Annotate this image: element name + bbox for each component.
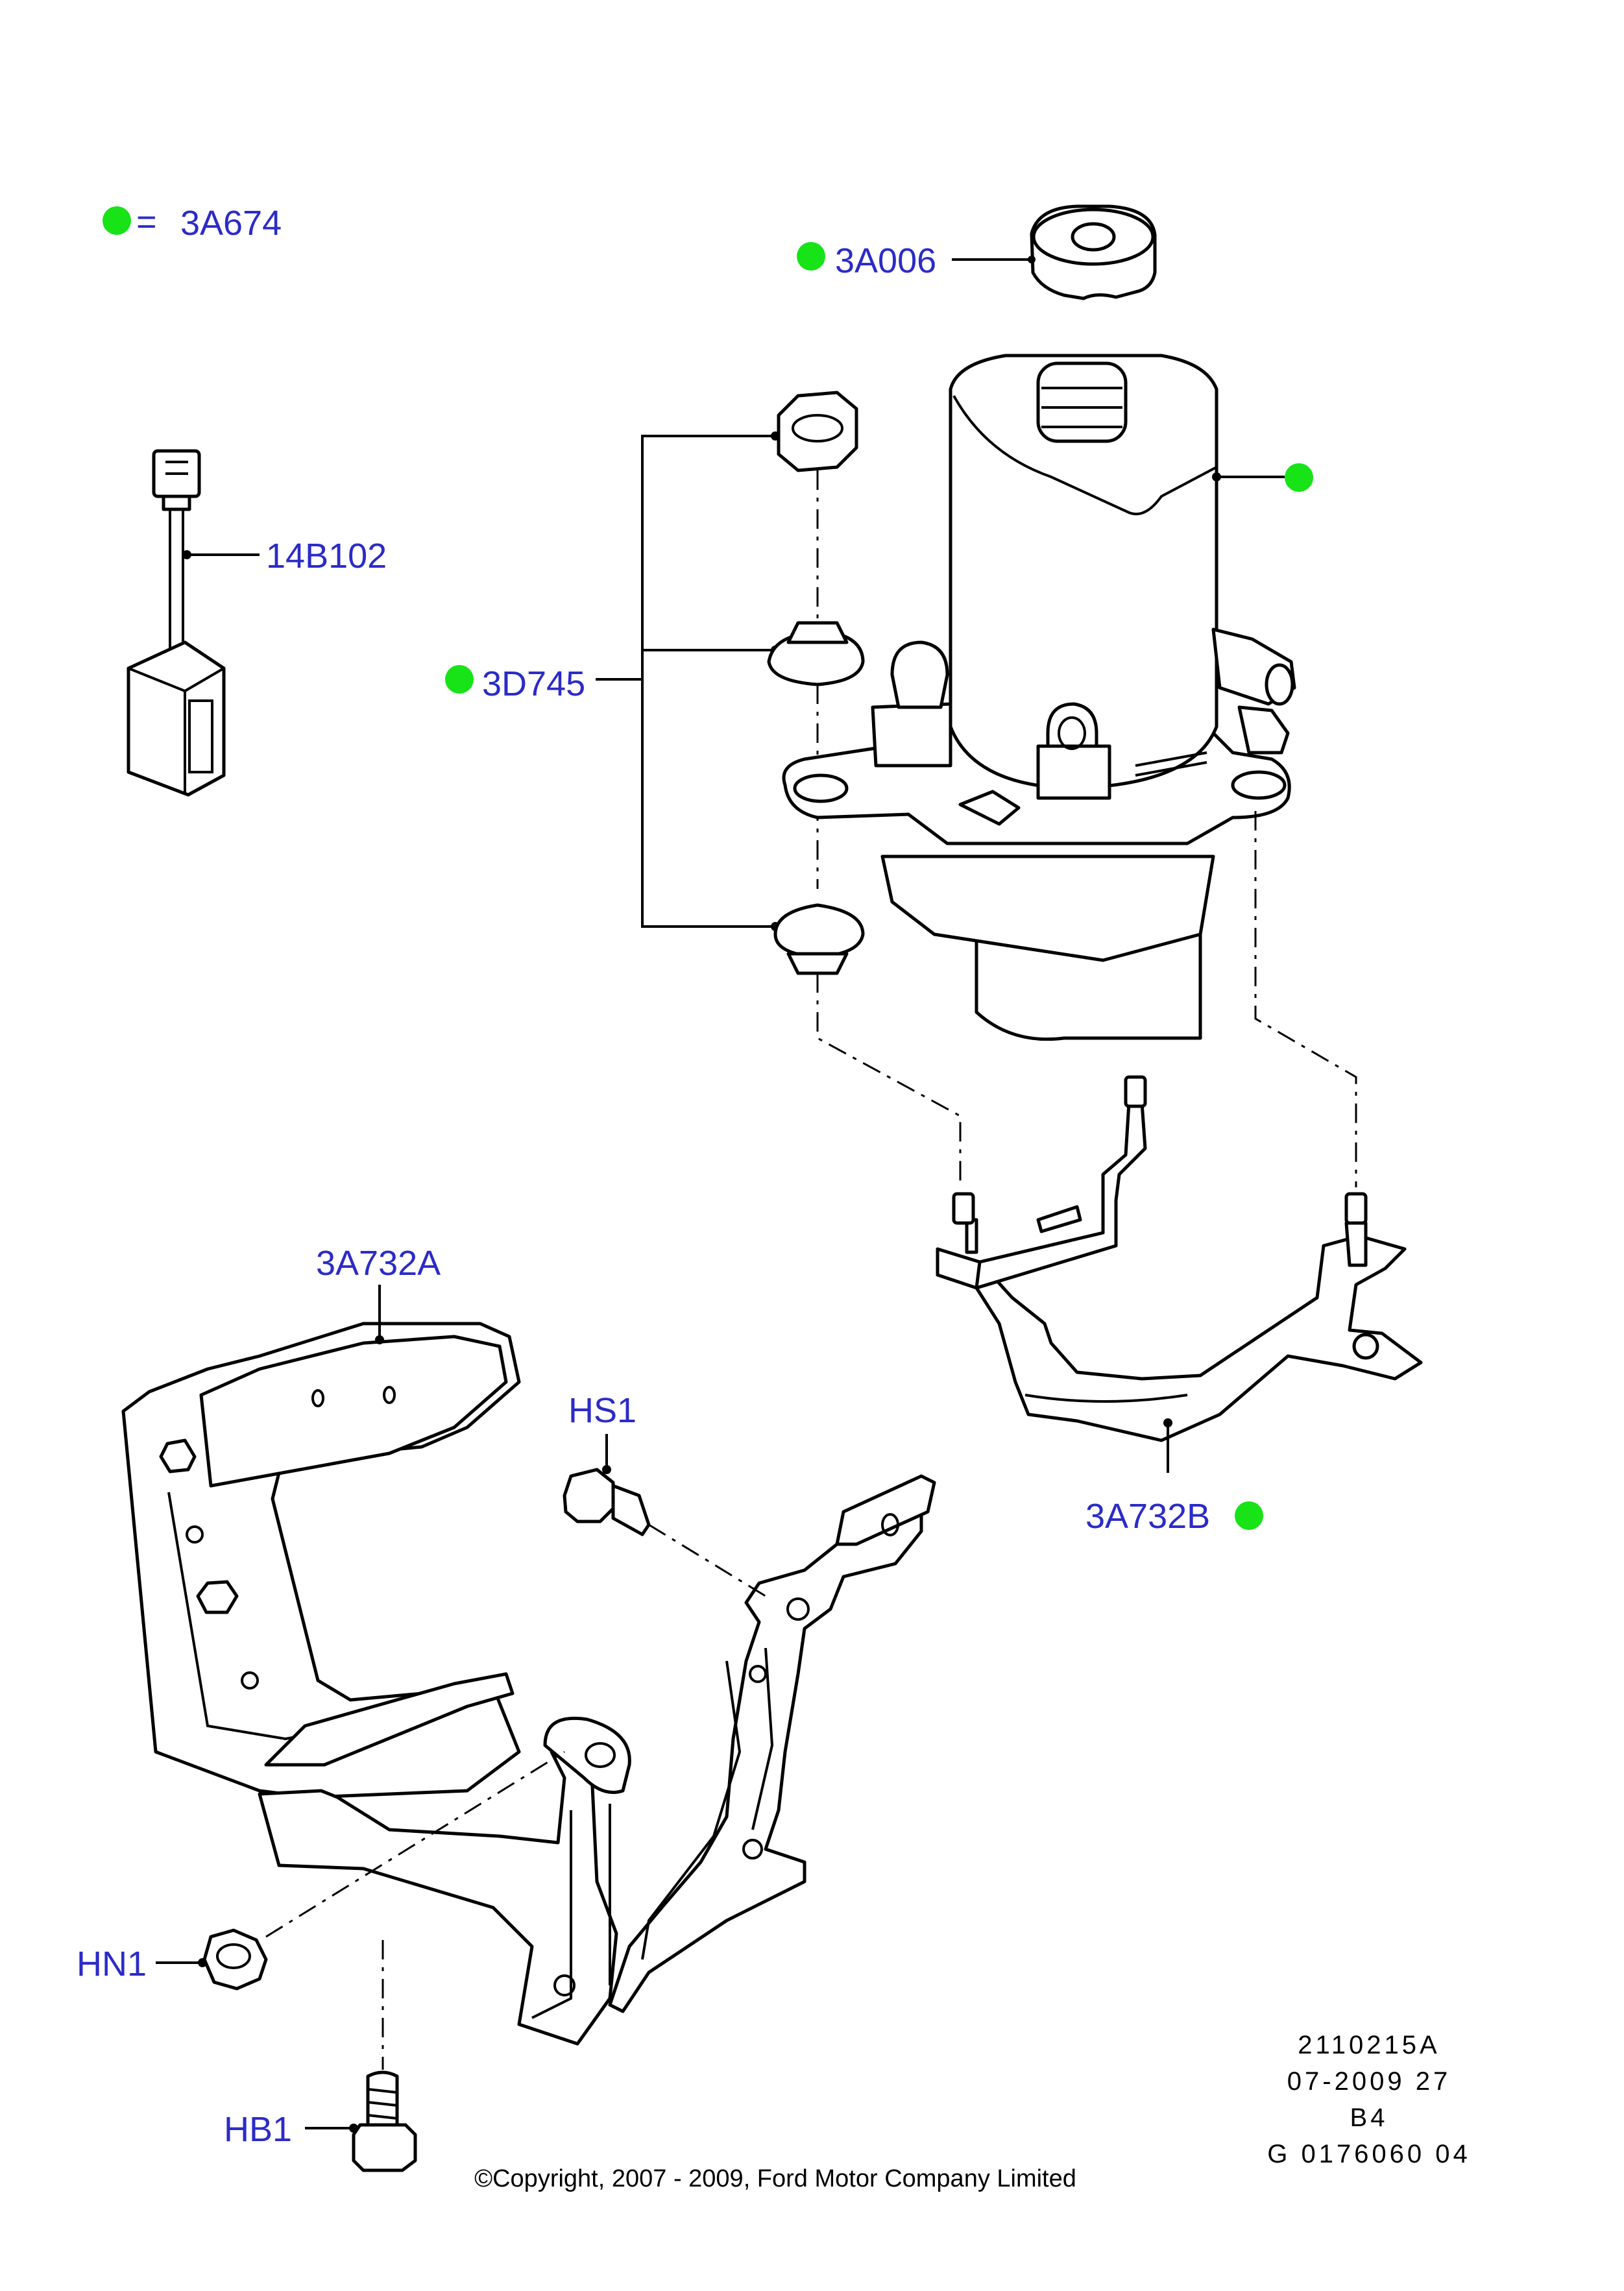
reservoir-cap — [1030, 204, 1157, 300]
label-3a732a: 3A732A — [316, 1244, 441, 1283]
callout-3a006: 3A006 — [797, 241, 1036, 280]
legend-marker-icon — [103, 206, 131, 235]
callout-14b102: 14B102 — [182, 537, 387, 576]
meta-line4: G 0176060 04 — [1267, 2140, 1471, 2168]
label-3a006: 3A006 — [835, 241, 936, 280]
legend-equals: = — [136, 202, 157, 241]
callout-3d745: 3D745 — [445, 431, 780, 931]
label-14b102: 14B102 — [266, 537, 387, 576]
callout-hb1: HB1 — [224, 2110, 358, 2149]
bolt-hb1 — [352, 2070, 417, 2172]
grommet-lower — [773, 903, 865, 975]
label-3a732b: 3A732B — [1085, 1497, 1210, 1536]
callout-3a732b: 3A732B — [1085, 1418, 1263, 1536]
meta-line3: B4 — [1350, 2103, 1388, 2132]
nut-hn1 — [202, 1928, 268, 1991]
electrical-connector — [127, 449, 226, 797]
callout-3a732a: 3A732A — [316, 1244, 441, 1344]
bracket-3a732a — [121, 1322, 936, 2046]
grommet-upper — [767, 621, 865, 686]
copyright-text: ©Copyright, 2007 - 2009, Ford Motor Comp… — [474, 2165, 1076, 2192]
callout-pump — [1212, 463, 1313, 492]
marker-pump-icon — [1285, 463, 1313, 492]
callout-hn1: HN1 — [77, 1945, 207, 1983]
power-steering-pump — [782, 354, 1296, 1041]
marker-3a006-icon — [797, 242, 825, 271]
drawing-metadata: 2110215A 07-2009 27 B4 G 0176060 04 — [1267, 2031, 1471, 2168]
callout-hs1: HS1 — [568, 1391, 636, 1474]
meta-line1: 2110215A — [1298, 2031, 1440, 2059]
marker-3a732b-icon — [1235, 1501, 1263, 1530]
bolt-hs1 — [563, 1468, 651, 1536]
legend-code: 3A674 — [180, 204, 282, 243]
marker-3d745-icon — [445, 665, 474, 694]
label-hs1: HS1 — [568, 1391, 636, 1430]
label-hb1: HB1 — [224, 2110, 292, 2149]
mounting-nut — [777, 391, 858, 472]
label-3d745: 3D745 — [482, 664, 585, 703]
label-hn1: HN1 — [77, 1945, 147, 1983]
meta-line2: 07-2009 27 — [1287, 2067, 1451, 2096]
legend: = 3A674 — [103, 202, 282, 243]
bracket-3a732b — [936, 1075, 1423, 1442]
